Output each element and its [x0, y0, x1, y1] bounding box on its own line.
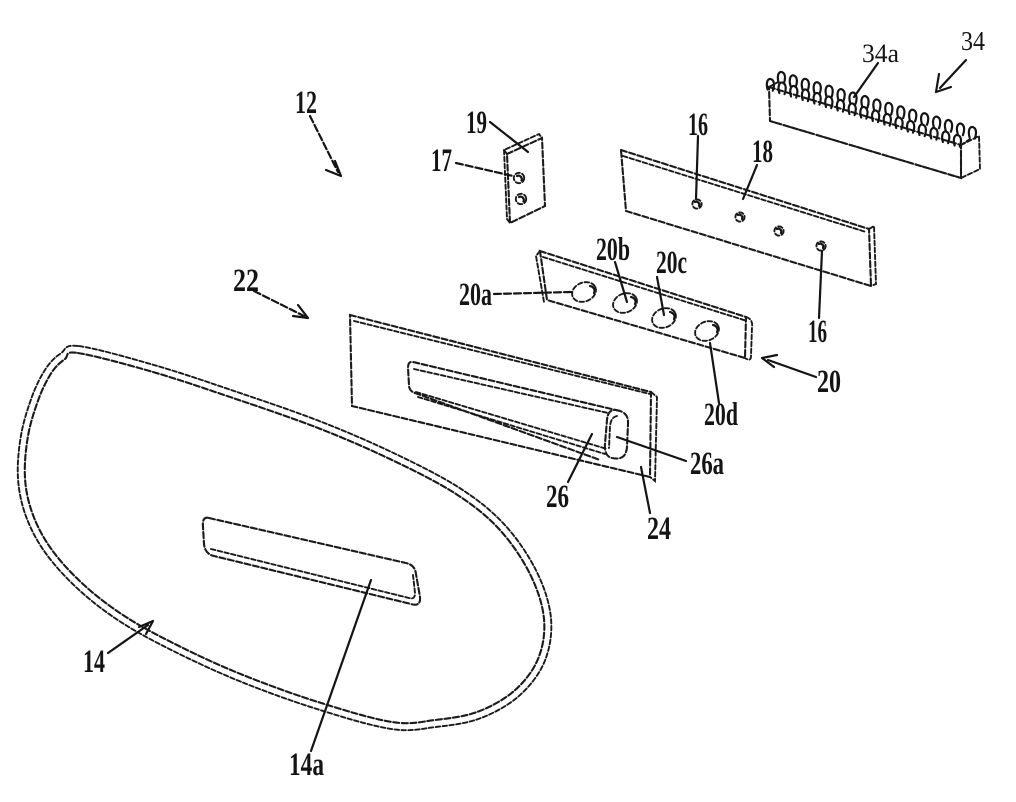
- svg-text:14a: 14a: [289, 747, 324, 783]
- svg-text:26: 26: [546, 479, 569, 515]
- svg-text:12: 12: [295, 85, 317, 121]
- svg-text:16: 16: [688, 107, 708, 143]
- svg-text:24: 24: [647, 511, 671, 547]
- svg-text:20d: 20d: [704, 397, 738, 433]
- svg-text:26a: 26a: [690, 446, 724, 482]
- svg-text:20b: 20b: [596, 232, 630, 268]
- svg-text:14: 14: [83, 644, 105, 680]
- svg-text:16: 16: [808, 314, 827, 350]
- svg-text:18: 18: [752, 134, 773, 170]
- svg-text:34: 34: [961, 26, 985, 56]
- svg-text:22: 22: [233, 263, 259, 299]
- svg-text:20a: 20a: [459, 277, 492, 313]
- svg-text:34a: 34a: [862, 39, 899, 68]
- svg-text:17: 17: [431, 143, 452, 179]
- svg-text:19: 19: [466, 105, 487, 141]
- svg-text:20: 20: [817, 364, 841, 400]
- svg-text:20c: 20c: [656, 245, 687, 281]
